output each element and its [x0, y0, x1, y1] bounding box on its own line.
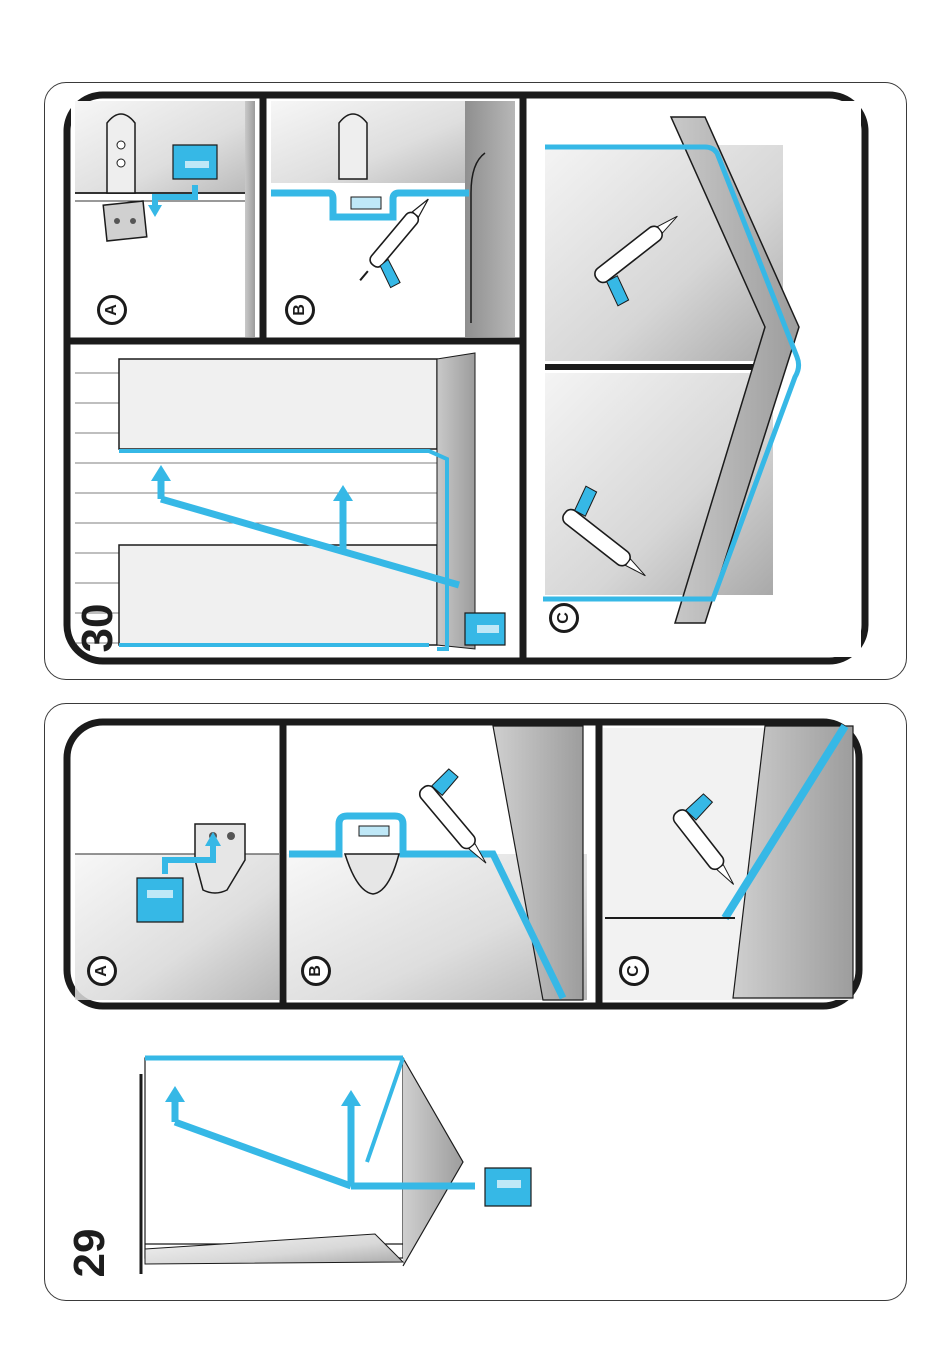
panel-letter-badge: A [87, 956, 117, 986]
step-29-card: 29 A B C [44, 703, 907, 1301]
panel-letter: B [288, 298, 312, 322]
seal-cap-icon [485, 1168, 531, 1206]
panel-letter: A [100, 298, 124, 322]
panel-letter-badge: C [619, 956, 649, 986]
panel-letter: A [90, 959, 114, 983]
panel-letter-badge: C [549, 603, 579, 633]
step-number: 30 [73, 593, 123, 663]
seal-cap-icon [465, 613, 505, 645]
step-30-illustration [45, 83, 907, 680]
step-29-illustration [45, 704, 907, 1301]
panel-letter: B [304, 959, 328, 983]
step-30-card: 30 A B C [44, 82, 907, 680]
panel-letter: C [622, 959, 646, 983]
panel-letter-badge: B [285, 295, 315, 325]
shower-overview-30 [75, 353, 505, 649]
panel-letter-badge: A [97, 295, 127, 325]
panel-c-30 [527, 101, 861, 657]
step-number: 29 [65, 1218, 115, 1288]
panel-letter-badge: B [301, 956, 331, 986]
panel-b-29 [287, 726, 587, 1000]
panel-letter: C [552, 606, 576, 630]
shower-overview-29 [141, 1058, 531, 1274]
